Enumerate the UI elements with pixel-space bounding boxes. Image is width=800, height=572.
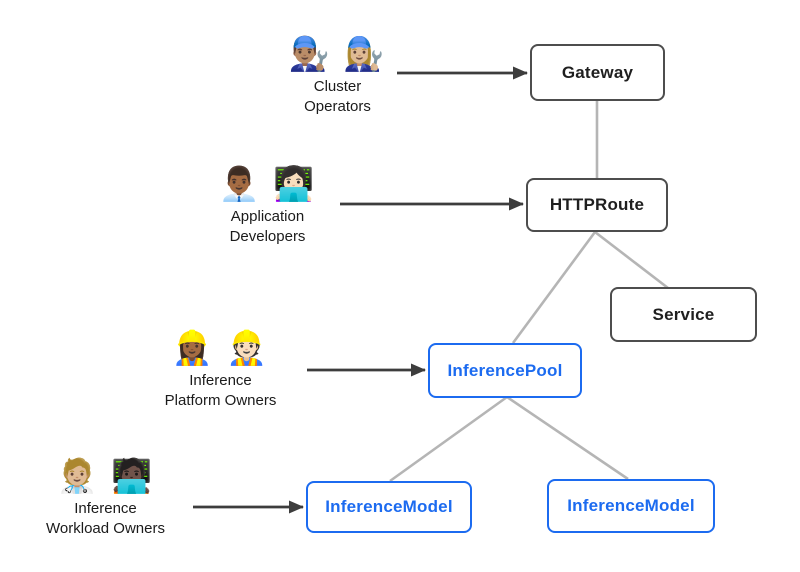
inference-workload-owners-label-line2: Workload Owners (46, 520, 165, 537)
application-developers-label: Application Developers (180, 207, 355, 247)
persona-cluster-operators: 👨🏽‍🔧 👩🏼‍🔧 Cluster Operators (250, 34, 425, 117)
inference-workload-owners-label-line1: Inference (74, 500, 137, 517)
application-developers-emoji-icon: 👨🏾‍💼 👩🏻‍💻 (218, 165, 317, 202)
cluster-operators-emoji-icon: 👨🏽‍🔧 👩🏼‍🔧 (288, 35, 387, 72)
node-service: Service (610, 287, 757, 342)
application-developers-label-line1: Application (230, 208, 305, 225)
edge-httproute-service (594, 230, 669, 290)
edge-inferencepool-inferencemodel-right (506, 395, 629, 481)
inference-platform-owners-label: Inference Platform Owners (133, 371, 308, 411)
cluster-operators-label: Cluster Operators (250, 77, 425, 117)
cluster-operators-label-line1: Cluster (313, 78, 362, 95)
node-httproute: HTTPRoute (526, 178, 668, 232)
persona-inference-platform-owners: 👷🏾‍♀️ 👷🏻 Inference Platform Owners (133, 328, 308, 411)
node-inferencemodel-left: InferenceModel (306, 481, 472, 533)
inference-workload-owners-label: Inference Workload Owners (18, 499, 193, 539)
node-inferencemodel-right: InferenceModel (547, 479, 715, 533)
inference-platform-owners-label-line1: Inference (189, 372, 252, 389)
persona-application-developers: 👨🏾‍💼 👩🏻‍💻 Application Developers (180, 164, 355, 247)
inference-workload-owners-emoji-icon: 🧑🏼‍⚕️ 🧑🏿‍💻 (56, 457, 155, 494)
inference-platform-owners-label-line2: Platform Owners (164, 392, 277, 409)
application-developers-label-line2: Developers (229, 228, 306, 245)
node-inferencepool: InferencePool (428, 343, 582, 398)
inference-platform-owners-emoji-icon: 👷🏾‍♀️ 👷🏻 (171, 329, 270, 366)
persona-inference-workload-owners: 🧑🏼‍⚕️ 🧑🏿‍💻 Inference Workload Owners (18, 456, 193, 539)
cluster-operators-label-line2: Operators (304, 98, 371, 115)
edge-inferencepool-inferencemodel-left (389, 395, 508, 483)
node-gateway: Gateway (530, 44, 665, 101)
edge-httproute-inferencepool (511, 231, 597, 344)
